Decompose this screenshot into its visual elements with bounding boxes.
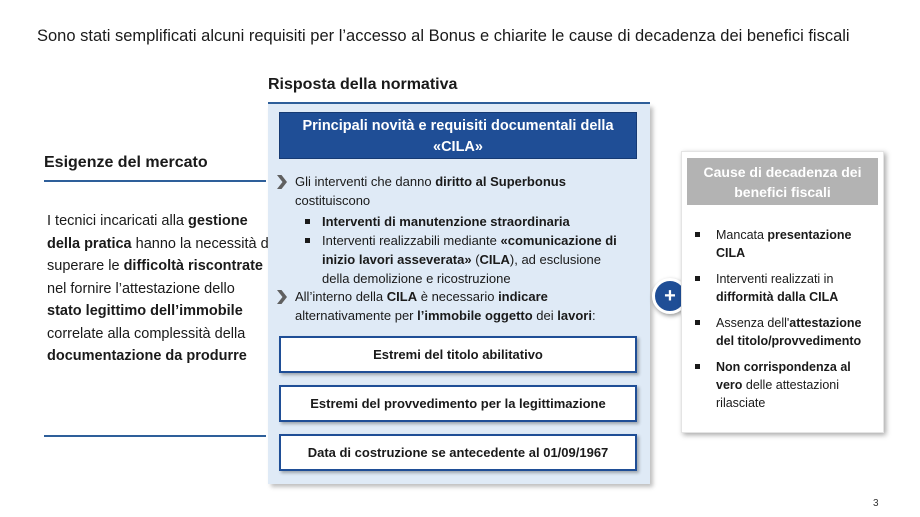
list-item-text: Interventi realizzati in difformità dall… [716,272,839,304]
bullet-text: Gli interventi che danno diritto al Supe… [295,174,566,208]
forfeiture-banner: Cause di decadenza dei benefici fiscali [687,158,878,205]
market-needs-heading: Esigenze del mercato [44,154,266,182]
square-bullet-icon [695,232,700,237]
sub-item: Interventi realizzabili mediante «comuni… [303,231,632,288]
bullet-text: All’interno della CILA è necessario indi… [295,289,596,323]
sub-item: Interventi di manutenzione straordinaria [303,212,632,231]
square-bullet-icon [695,364,700,369]
cila-banner: Principali novità e requisiti documental… [279,112,637,159]
list-item-text: Non corrispondenza al vero delle attesta… [716,360,851,410]
requirement-box-date: Data di costruzione se antecedente al 01… [279,434,637,471]
list-item: Mancata presentazione CILA [693,226,878,262]
list-item-text: Mancata presentazione CILA [716,228,852,260]
list-item-text: Assenza dell'attestazione del titolo/pro… [716,316,862,348]
forfeiture-list: Mancata presentazione CILA Interventi re… [693,226,878,420]
square-bullet-icon [695,320,700,325]
list-item: Non corrispondenza al vero delle attesta… [693,358,878,412]
square-bullet-icon [695,276,700,281]
regulation-response-heading: Risposta della normativa [268,76,650,104]
chevron-right-icon [277,290,287,304]
requirement-box-title: Estremi del titolo abilitativo [279,336,637,373]
list-item: Interventi realizzati in difformità dall… [693,270,878,306]
slide-title: Sono stati semplificati alcuni requisiti… [37,27,850,45]
sub-item-text: Interventi di manutenzione straordinaria [322,214,570,229]
page-number: 3 [873,498,879,509]
square-bullet-icon [305,219,310,224]
market-needs-text: I tecnici incaricati alla gestione della… [47,213,272,364]
sub-item-text: Interventi realizzabili mediante «comuni… [322,233,617,286]
cila-requirements-bullet: All’interno della CILA è necessario indi… [277,287,632,325]
left-divider [44,435,266,437]
square-bullet-icon [305,238,310,243]
requirement-box-provision: Estremi del provvedimento per la legitti… [279,385,637,422]
list-item: Assenza dell'attestazione del titolo/pro… [693,314,878,350]
superbonus-bullet: Gli interventi che danno diritto al Supe… [277,172,632,288]
sub-list: Interventi di manutenzione straordinaria… [303,212,632,288]
chevron-right-icon [277,175,287,189]
